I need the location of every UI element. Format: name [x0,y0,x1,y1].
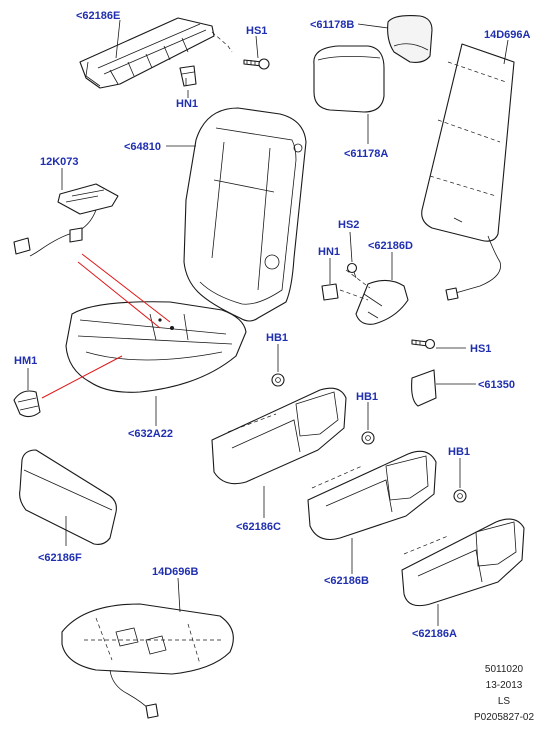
seat-back-64810 [183,107,307,322]
cover-61350 [411,369,437,407]
red-line-1 [81,253,171,323]
clip-HN1-mid [321,283,339,301]
callout-62186A: <62186A [412,628,457,640]
callout-62186E: <62186E [76,10,120,22]
ref-line-1: 5011020 [485,664,524,675]
callout-61178B: <61178B [310,19,354,31]
pad-62186F [19,449,117,545]
red-indicator-lines [41,253,171,399]
trim-panel-62186E [79,17,233,89]
headrest-guide-61178B [387,15,433,63]
side-trim-62186C [211,387,347,485]
clip-HM1 [13,390,41,418]
ref-line-4: P0205827-02 [474,712,534,723]
heater-mat-14D696A [421,43,515,301]
side-trim-62186A [401,518,525,607]
callout-HM1: HM1 [14,355,37,367]
callout-632A22: <632A22 [128,428,173,440]
ref-line-3: LS [498,696,511,707]
callout-12K073: 12K073 [40,156,79,168]
callout-HS2: HS2 [338,219,359,231]
callout-HN1-top: HN1 [176,98,198,110]
bolt-HB1-a [271,373,285,387]
screw-HS1-top [243,58,270,70]
side-trim-62186B [307,450,437,541]
callout-HB1-b: HB1 [356,391,378,403]
heater-mat-14D696B [61,603,234,719]
leader-lines [27,19,509,626]
red-line-2 [77,261,161,329]
bracket-62186D [339,269,409,325]
screw-HS1-mid [411,338,436,350]
red-line-3 [41,355,123,399]
bolt-HB1-c [453,489,467,503]
callout-62186C: <62186C [236,521,281,533]
reference-block: 5011020 13-2013 LS P0205827-02 [474,664,534,723]
headrest-61178A [313,45,385,113]
ref-line-2: 13-2013 [486,680,523,691]
callout-14D696B: 14D696B [152,566,199,578]
bolt-HB1-b [361,431,375,445]
callout-61178A: <61178A [344,148,388,160]
sensor-12K073 [13,183,119,257]
callout-labels: <62186E HS1 HN1 <61178B 14D696A <61178A … [14,10,531,640]
screw-HS2 [346,262,358,279]
callout-14D696A: 14D696A [484,29,531,41]
callout-HN1-mid: HN1 [318,246,340,258]
callout-62186D: <62186D [368,240,413,252]
callout-HS1-mid: HS1 [470,343,491,355]
callout-HB1-c: HB1 [448,446,470,458]
callout-61350: <61350 [478,379,515,391]
clip-HN1-top [179,65,197,87]
callout-HS1-top: HS1 [246,25,267,37]
callout-HB1-a: HB1 [266,332,288,344]
callout-62186F: <62186F [38,552,82,564]
callout-62186B: <62186B [324,575,369,587]
callout-64810: <64810 [124,141,161,153]
seat-cushion-632A22 [65,301,247,393]
